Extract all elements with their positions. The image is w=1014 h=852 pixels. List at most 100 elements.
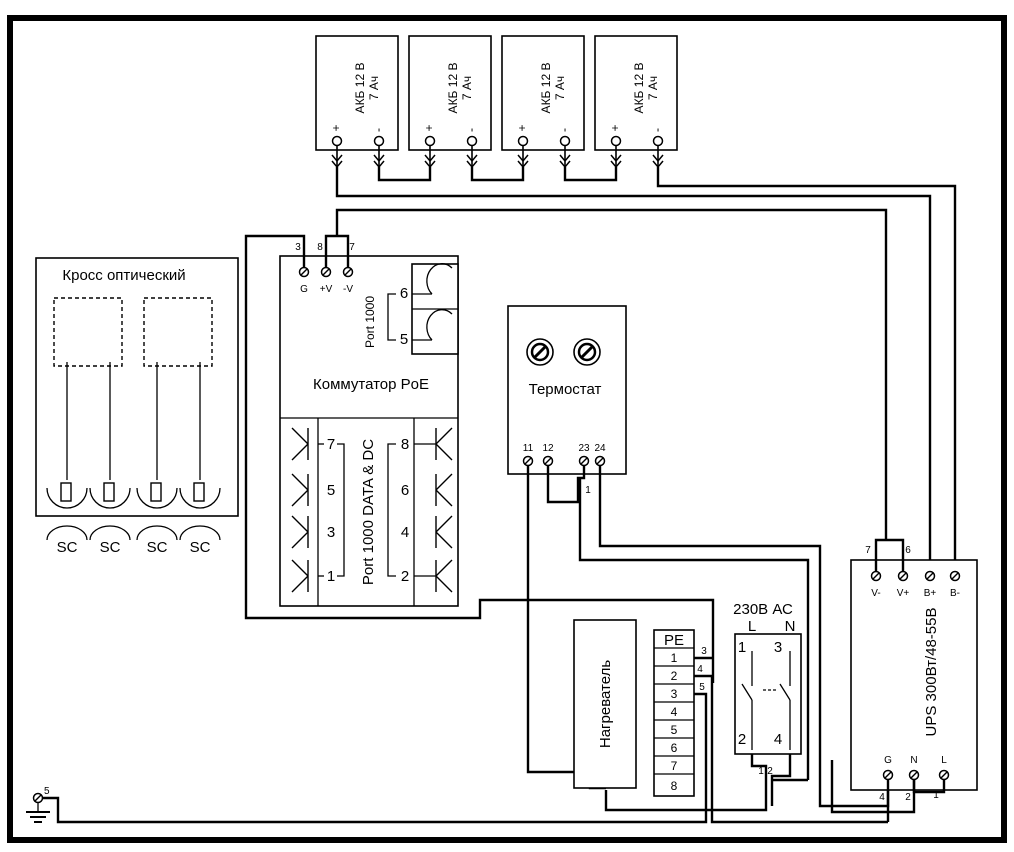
- terminal-row-7: 7: [671, 759, 678, 773]
- battery-3-plus: +: [515, 124, 529, 131]
- poe-switch: Коммутатор PoE G +V -V 3 8 7 6 5 Port 10…: [279, 242, 459, 607]
- terminal-row-8: 8: [671, 779, 678, 793]
- ac-wire-mark-1: 1: [758, 766, 764, 777]
- thermostat-terminal-24: 24: [594, 443, 606, 454]
- uplink-port: 6 5 Port 1000: [363, 263, 459, 355]
- port-right-6: 6: [401, 482, 409, 499]
- terminal-wire-mark-4: 4: [697, 664, 703, 675]
- battery-3-capacity: 7 Ач: [553, 76, 567, 100]
- battery-3-label: АКБ 12 В: [539, 63, 553, 114]
- thermostat-terminal-23: 23: [578, 443, 590, 454]
- outer-frame: [7, 15, 1007, 843]
- sc-label-3: SC: [147, 539, 168, 556]
- optical-cross: Кросс оптический SC SC SC S: [35, 257, 239, 556]
- ac-label-n: N: [785, 618, 796, 635]
- ups-terminal-vminus: V-: [871, 588, 880, 599]
- battery-4-minus: -: [650, 128, 664, 132]
- battery-1-label: АКБ 12 В: [353, 63, 367, 114]
- sc-label-1: SC: [57, 539, 78, 556]
- battery-3-minus: -: [557, 128, 571, 132]
- optical-cross-title: Кросс оптический: [62, 267, 185, 284]
- battery-1-capacity: 7 Ач: [367, 76, 381, 100]
- wire-mark-3: 3: [295, 242, 301, 253]
- terminal-row-5: 5: [671, 723, 678, 737]
- wire-mark-7: 7: [349, 242, 355, 253]
- battery-group: АКБ 12 В 7 Ач + - АКБ 12 В 7 Ач + - АКБ …: [315, 35, 678, 168]
- dial-1-icon[interactable]: [525, 337, 555, 367]
- sc-port-4: SC: [179, 482, 221, 556]
- terminal-wire-mark-3: 3: [701, 646, 707, 657]
- ups-terminal-bminus: B-: [950, 588, 960, 599]
- ups-jumper-mark-7: 7: [865, 545, 871, 556]
- data-ports: 7 5 3 1 8 6 4 2 Port 1000 DATA & DC: [291, 418, 453, 606]
- ups-terminal-n: N: [910, 755, 917, 766]
- switch-power-wiring: [244, 208, 888, 683]
- ups-title: UPS 300Вт/48-55В: [923, 608, 940, 737]
- terminal-vminus-label: -V: [343, 284, 353, 295]
- data-port-label: Port 1000 DATA & DC: [360, 439, 377, 585]
- thermostat: Термостат 11 12 23 24 1: [507, 305, 627, 496]
- terminal-row-1: 1: [671, 651, 678, 665]
- terminal-vplus-label: +V: [320, 284, 333, 295]
- ac-contact-1: 1: [738, 639, 746, 656]
- wire-mark-8: 8: [317, 242, 323, 253]
- battery-2-label: АКБ 12 В: [446, 63, 460, 114]
- sc-port-2: SC: [89, 482, 131, 556]
- battery-2-minus: -: [464, 128, 478, 132]
- ac-contact-2: 2: [738, 731, 746, 748]
- ups-terminal-bplus: B+: [924, 588, 937, 599]
- ups-terminal-vplus: V+: [897, 588, 910, 599]
- battery-4-plus: +: [608, 124, 622, 131]
- uplink-port-num-5: 5: [400, 331, 408, 348]
- ups: V- V+ B+ B- 7 6 UPS 300Вт/48-55В G N L 4…: [850, 545, 978, 803]
- port-right-4: 4: [401, 524, 409, 541]
- ups-terminal-g: G: [884, 755, 892, 766]
- terminal-row-6: 6: [671, 741, 678, 755]
- uplink-port-label: Port 1000: [363, 296, 377, 348]
- terminal-block-header: PE: [664, 632, 684, 649]
- sc-label-2: SC: [100, 539, 121, 556]
- battery-1-plus: +: [329, 124, 343, 131]
- ups-terminal-l: L: [941, 755, 947, 766]
- terminal-row-3: 3: [671, 687, 678, 701]
- ac-wire-mark-2: 2: [767, 766, 773, 777]
- ground: 5: [26, 702, 708, 824]
- port-left-5: 5: [327, 482, 335, 499]
- thermostat-terminal-12: 12: [542, 443, 554, 454]
- ac-label-l: L: [748, 618, 756, 635]
- ups-wire-mark-2: 2: [905, 792, 911, 803]
- terminal-row-4: 4: [671, 705, 678, 719]
- dial-2-icon[interactable]: [572, 337, 602, 367]
- heater: Нагреватель: [573, 619, 637, 789]
- battery-2: АКБ 12 В 7 Ач + -: [408, 35, 492, 168]
- thermostat-terminal-11: 11: [523, 443, 534, 454]
- uplink-port-num-6: 6: [400, 285, 408, 302]
- terminal-g-label: G: [300, 284, 308, 295]
- port-right-2: 2: [401, 568, 409, 585]
- sc-port-1: SC: [46, 482, 88, 556]
- port-left-1: 1: [327, 568, 335, 585]
- battery-wiring: [335, 167, 957, 570]
- battery-4-capacity: 7 Ач: [646, 76, 660, 100]
- ac-contact-4: 4: [774, 731, 782, 748]
- terminal-block-wiring: [694, 656, 888, 824]
- thermostat-wire-mark: 1: [585, 485, 591, 496]
- sc-label-4: SC: [190, 539, 211, 556]
- terminal-block: PE 1 2 3 4 5 6 7 8 3 4 5: [653, 629, 707, 797]
- thermostat-title: Термостат: [529, 381, 602, 398]
- battery-2-capacity: 7 Ач: [460, 76, 474, 100]
- port-right-8: 8: [401, 436, 409, 453]
- ac-switch-title: 230В АС: [733, 601, 793, 618]
- poe-switch-title: Коммутатор PoE: [313, 376, 429, 393]
- port-left-7: 7: [327, 436, 335, 453]
- ups-jumper-mark-6: 6: [905, 545, 911, 556]
- sc-port-3: SC: [136, 482, 178, 556]
- ups-wire-mark-4: 4: [879, 792, 885, 803]
- battery-4-label: АКБ 12 В: [632, 63, 646, 114]
- battery-1-minus: -: [371, 128, 385, 132]
- ac-switch-wiring: [604, 754, 808, 812]
- ups-wiring: [830, 538, 946, 822]
- power-terminals: G +V -V 3 8 7: [295, 242, 355, 295]
- battery-1: АКБ 12 В 7 Ач + -: [315, 35, 399, 168]
